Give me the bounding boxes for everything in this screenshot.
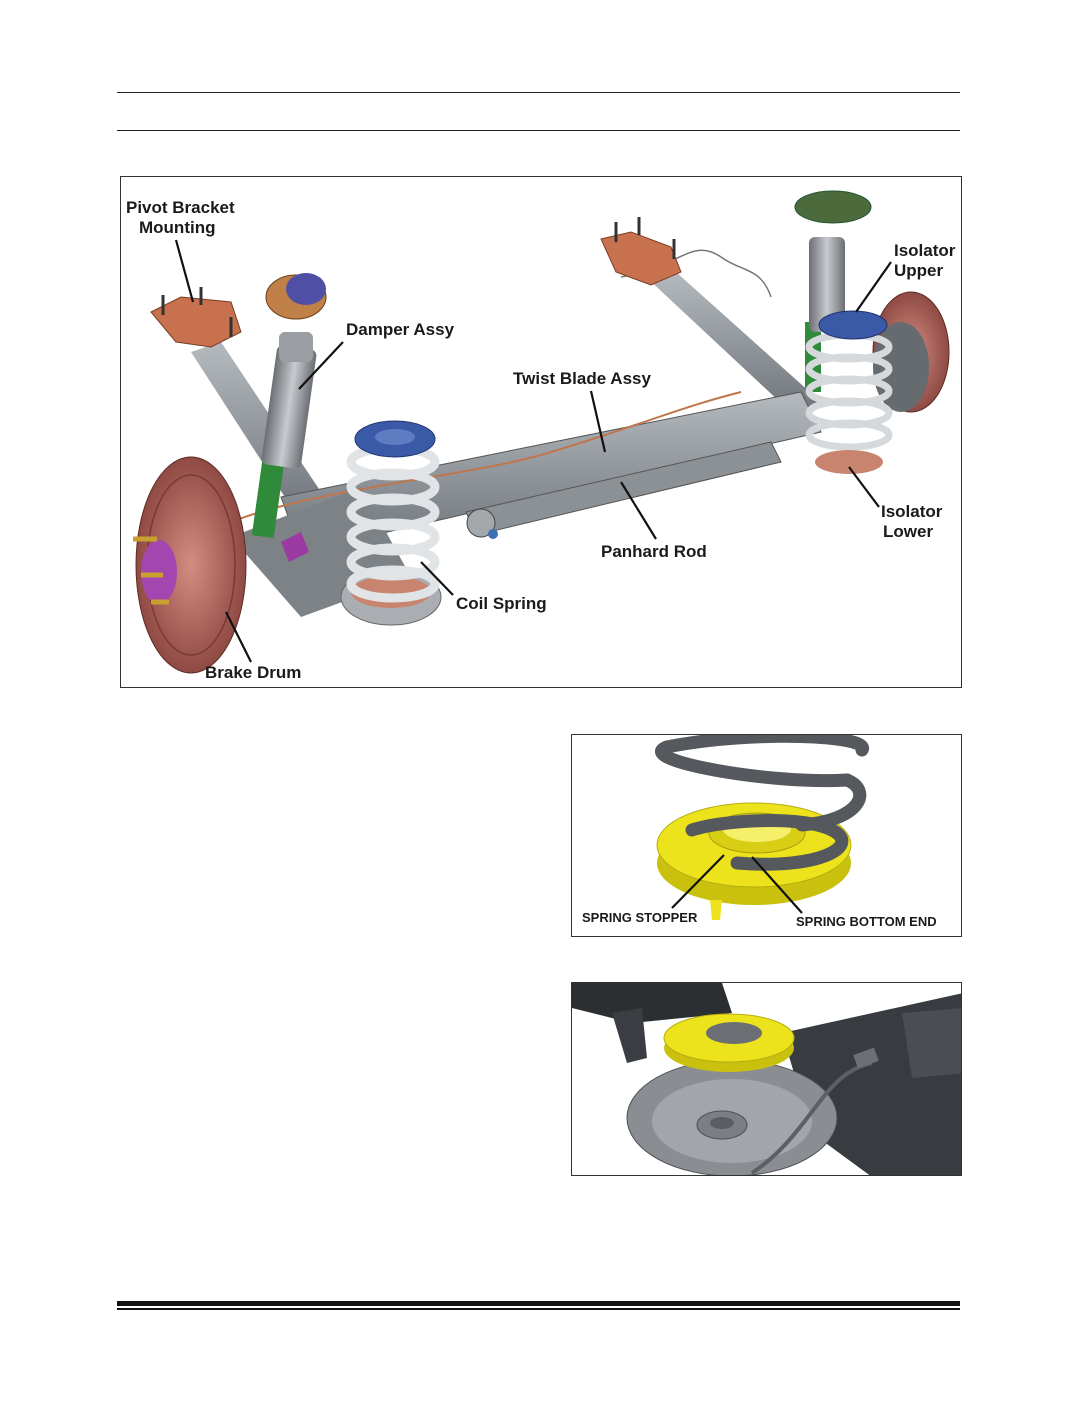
yellow-seat-nub [710,900,722,920]
rear-axle-illustration: Pivot Bracket Mounting Damper Assy Twist… [126,190,956,682]
left-pivot-bracket [150,296,242,348]
label-damper-assy: Damper Assy [346,320,455,339]
brake-line [230,391,742,523]
header-rule-top [117,92,960,93]
label-isolator-lower-1: Isolator [881,502,943,521]
spring-seat-illustration [572,983,961,1175]
label-isolator-upper-1: Isolator [894,241,956,260]
label-spring-stopper: SPRING STOPPER [582,910,698,925]
right-damper-mount [794,190,872,224]
spring-stopper-illustration: SPRING STOPPER SPRING BOTTOM END [582,735,937,929]
right-isolator-upper [818,310,888,340]
left-trailing-arm [191,342,331,522]
panhard-rod-bolt [488,529,498,539]
leader-spring-bottom-end [751,856,803,914]
spring-seat-figure [571,982,962,1176]
right-trailing-arm [646,272,821,417]
leader-damper-assy [298,341,344,390]
leader-spring-stopper [671,854,725,909]
label-twist-blade-assy: Twist Blade Assy [513,369,651,388]
label-pivot-bracket-1: Pivot Bracket [126,198,235,217]
left-damper-top [286,273,326,305]
left-brake-hub [141,540,177,604]
left-coil-spring [346,443,440,603]
leader-isolator-lower [848,466,880,508]
spring-stopper-figure: SPRING STOPPER SPRING BOTTOM END [571,734,962,937]
right-isolator-lower [815,450,883,474]
leader-isolator-upper [855,261,892,313]
leader-coil-spring [420,561,454,596]
left-damper-boot [279,332,313,362]
label-coil-spring: Coil Spring [456,594,547,613]
left-isolator-upper-hole [375,429,415,445]
left-damper-body [261,345,317,469]
cable-clip [853,1047,879,1069]
left-brake-drum [135,456,247,674]
footer-rule-thin [117,1308,960,1310]
brake-line-clip [281,532,309,562]
right-pivot-bracket [600,231,682,286]
footer-rule-thick [117,1301,960,1306]
left-damper-rod [251,445,287,539]
leader-brake-drum [225,611,252,663]
label-pivot-bracket-2: Mounting [139,218,215,237]
label-spring-bottom-end: SPRING BOTTOM END [796,914,937,929]
frame-bracket [612,1008,647,1063]
leader-twist-blade-assy [589,390,607,453]
right-damper-body [809,237,845,332]
yellow-isolator-hole [706,1022,762,1044]
leader-pivot-bracket [174,239,195,303]
rear-axle-figure: Pivot Bracket Mounting Damper Assy Twist… [120,176,962,688]
header-rule-bottom [117,130,960,131]
label-isolator-lower-2: Lower [883,522,933,541]
seat-pan-hole [710,1117,734,1129]
right-coil-spring [805,331,893,451]
label-brake-drum: Brake Drum [205,663,301,682]
seat-cable [750,1061,873,1175]
dark-coil-spring [655,735,869,871]
panhard-rod-bush [466,508,496,538]
label-panhard-rod: Panhard Rod [601,542,707,561]
label-isolator-upper-2: Upper [894,261,944,280]
leader-panhard-rod [620,481,657,540]
frame-side [902,1008,961,1078]
